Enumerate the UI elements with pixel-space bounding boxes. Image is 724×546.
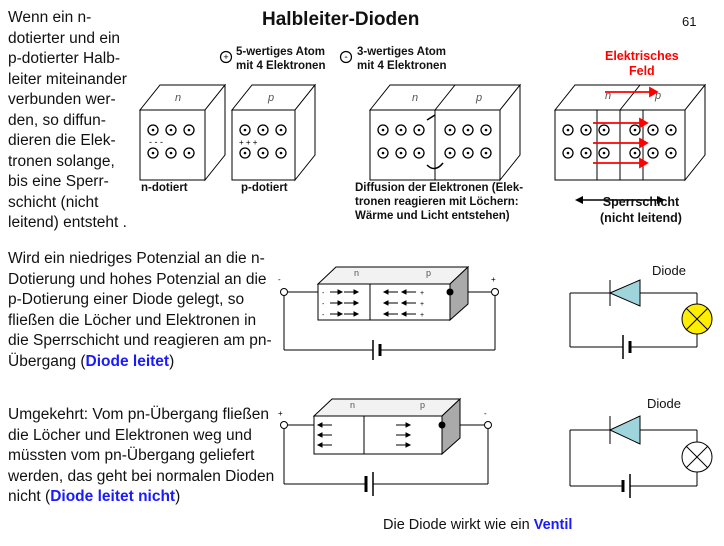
forward-text: Wird ein niedriges Potenzial an die n-Do… [8,250,272,370]
field-label-line1: Elektrisches [605,49,679,63]
barrier-label: Sperrschicht (nicht leitend) [585,188,697,226]
diode-label-forward: Diode [652,263,686,278]
intro-line: tronen solange, [8,152,115,170]
n-letter: n [175,92,181,104]
legend-three-valent: 3-wertiges Atom mit 4 Elektronen [357,45,446,73]
svg-text:- - -: - - - [149,137,163,147]
intro-line: schicht (nicht [8,193,99,211]
reverse-bias-circuit: + - n p [278,397,492,496]
svg-text:n: n [412,92,418,104]
legend-three-valent-line2: mit 4 Elektronen [357,60,447,72]
svg-text:+: + [223,52,228,62]
intro-line: bis eine Sperr- [8,173,109,190]
diode-symbol-icon [608,415,641,445]
diffusion-caption-line2: tronen reagieren mit Löchern: [355,196,519,208]
legend-five-valent-line2: mit 4 Elektronen [236,60,326,72]
svg-text:-: - [322,290,325,297]
forward-bias-paragraph: Wird ein niedriges Potenzial an die n-Do… [8,249,276,372]
svg-text:-: - [322,312,325,319]
intro-line: leitend) entsteht . [8,214,127,231]
reverse-diode-schematic [569,415,713,498]
svg-text:p: p [654,90,661,102]
doping-blocks-diagram: n - - - p + + + n p n [138,83,707,182]
field-label-line2: Feld [628,64,655,78]
diode-blocks-highlight: Diode leitet nicht [50,488,176,505]
reverse-text-end: ) [175,488,181,505]
diffusion-block: n p [368,83,522,182]
n-block: n - - - [138,83,227,182]
svg-text:-: - [278,275,281,284]
p-letter: p [267,92,274,104]
diode-conducts-highlight: Diode leitet [85,352,170,370]
forward-bias-circuit: - + n p - - - + + + [278,265,499,360]
barrier-line1: Sperrschicht [602,195,680,209]
legend-five-valent: 5-wertiges Atom mit 4 Elektronen [236,45,325,73]
svg-text:-: - [344,52,347,63]
barrier-width-arrow [575,196,665,204]
svg-text:+: + [420,312,424,319]
intro-line: Wenn ein n- [8,9,92,26]
slide-title: Halbleiter-Dioden [262,9,420,30]
svg-text:p: p [475,92,482,104]
intro-line: leiter miteinander [8,70,127,88]
donor-atom-icon: + [219,50,233,64]
intro-line: dieren die Elek- [8,132,116,149]
n-doped-label: n-dotiert [141,182,188,194]
diode-symbol-icon [608,279,641,307]
diffusion-caption: Diffusion der Elektronen (Elek- tronen r… [355,181,523,223]
p-block: p + + + [230,83,317,182]
svg-text:n: n [354,268,359,278]
legend-five-valent-line1: 5-wertiges Atom [236,46,326,58]
p-doped-label: p-dotiert [241,182,288,194]
reverse-text: Umgekehrt: Vom pn-Übergang fließen die L… [8,406,275,505]
conclusion-text: Die Diode wirkt wie ein Ventil [383,517,572,533]
barrier-block: n p [553,83,707,182]
acceptor-atom-icon: - [339,50,353,64]
intro-line: den, so diffun- [8,111,106,129]
diode-label-reverse: Diode [647,396,681,411]
svg-text:n: n [350,400,355,410]
forward-text-end: ) [169,352,175,370]
reverse-bias-paragraph: Umgekehrt: Vom pn-Übergang fließen die L… [8,405,278,508]
legend-three-valent-line1: 3-wertiges Atom [357,46,447,58]
diffusion-caption-line1: Diffusion der Elektronen (Elek- [355,182,524,194]
svg-text:n: n [605,90,611,102]
svg-text:+: + [420,301,424,308]
svg-text:+: + [491,275,496,284]
diffusion-caption-line3: Wärme und Licht entstehen) [355,210,510,222]
barrier-line2: (nicht leitend) [600,211,682,225]
page-number: 61 [682,14,697,29]
svg-text:-: - [322,301,325,308]
svg-text:-: - [484,409,487,418]
svg-text:p: p [426,268,431,278]
intro-paragraph: Wenn ein n- dotierter und ein p-dotierte… [8,8,148,234]
forward-diode-schematic [569,279,713,359]
conclusion-sentence: Die Diode wirkt wie ein [383,517,534,533]
svg-text:+: + [278,409,283,418]
intro-line: verbunden wer- [8,91,116,108]
intro-line: dotierter und ein [8,29,121,47]
svg-text:+: + [420,290,424,297]
intro-line: p-dotierter Halb- [8,50,120,67]
electric-field-label: Elektrisches Feld [605,49,679,79]
svg-text:p: p [420,400,425,410]
valve-highlight: Ventil [533,517,573,533]
svg-text:+ + +: + + + [239,138,258,147]
